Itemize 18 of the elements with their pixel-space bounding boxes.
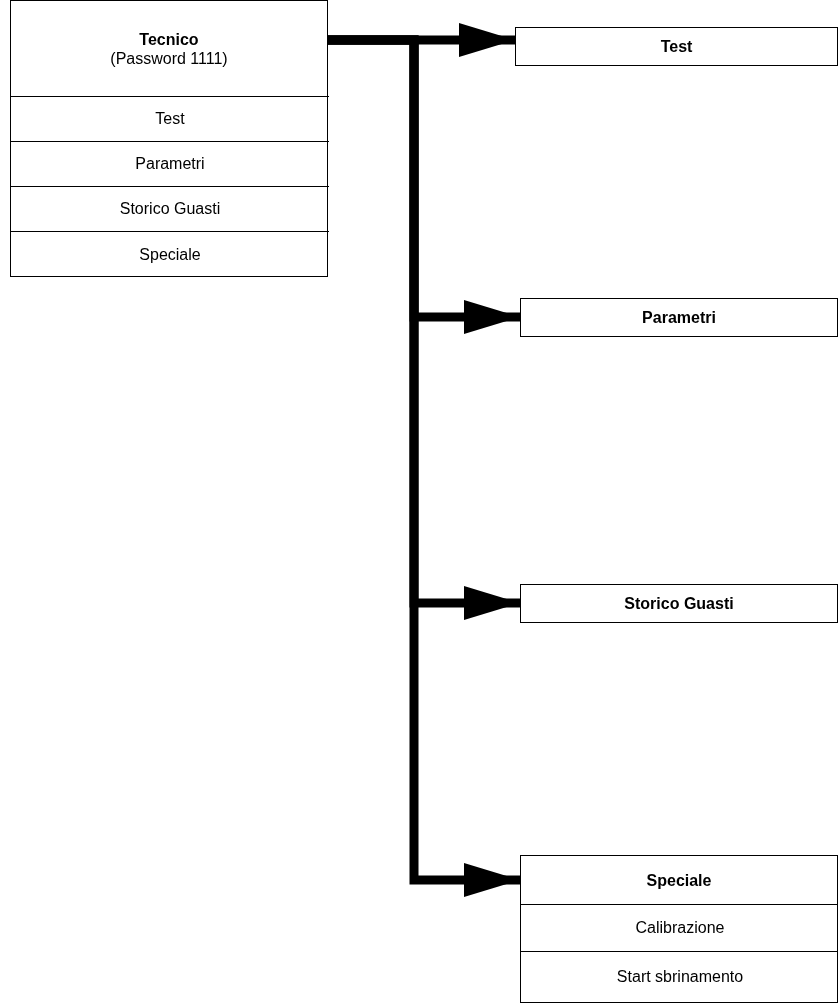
menu-subtitle: (Password 1111)	[110, 48, 228, 68]
menu-title: Speciale	[646, 870, 712, 890]
menu-title: Test	[155, 109, 185, 128]
menu-title: Storico Guasti	[624, 594, 734, 613]
arrow	[328, 35, 520, 897]
menu-title: Speciale	[139, 245, 201, 264]
menu-box	[520, 855, 838, 1003]
menu-title: Calibrazione	[635, 918, 725, 937]
menu-title: Storico Guasti	[119, 199, 221, 218]
menu-title: Parametri	[135, 154, 205, 173]
menu-title: Start sbrinamento	[616, 966, 744, 986]
menu-title: Parametri	[642, 308, 716, 327]
menu-box	[10, 0, 328, 277]
menu-box	[520, 584, 838, 623]
menu-box	[515, 27, 838, 66]
menu-title: Tecnico	[139, 29, 199, 49]
menu-title: Test	[660, 37, 693, 56]
menu-box	[520, 298, 838, 337]
